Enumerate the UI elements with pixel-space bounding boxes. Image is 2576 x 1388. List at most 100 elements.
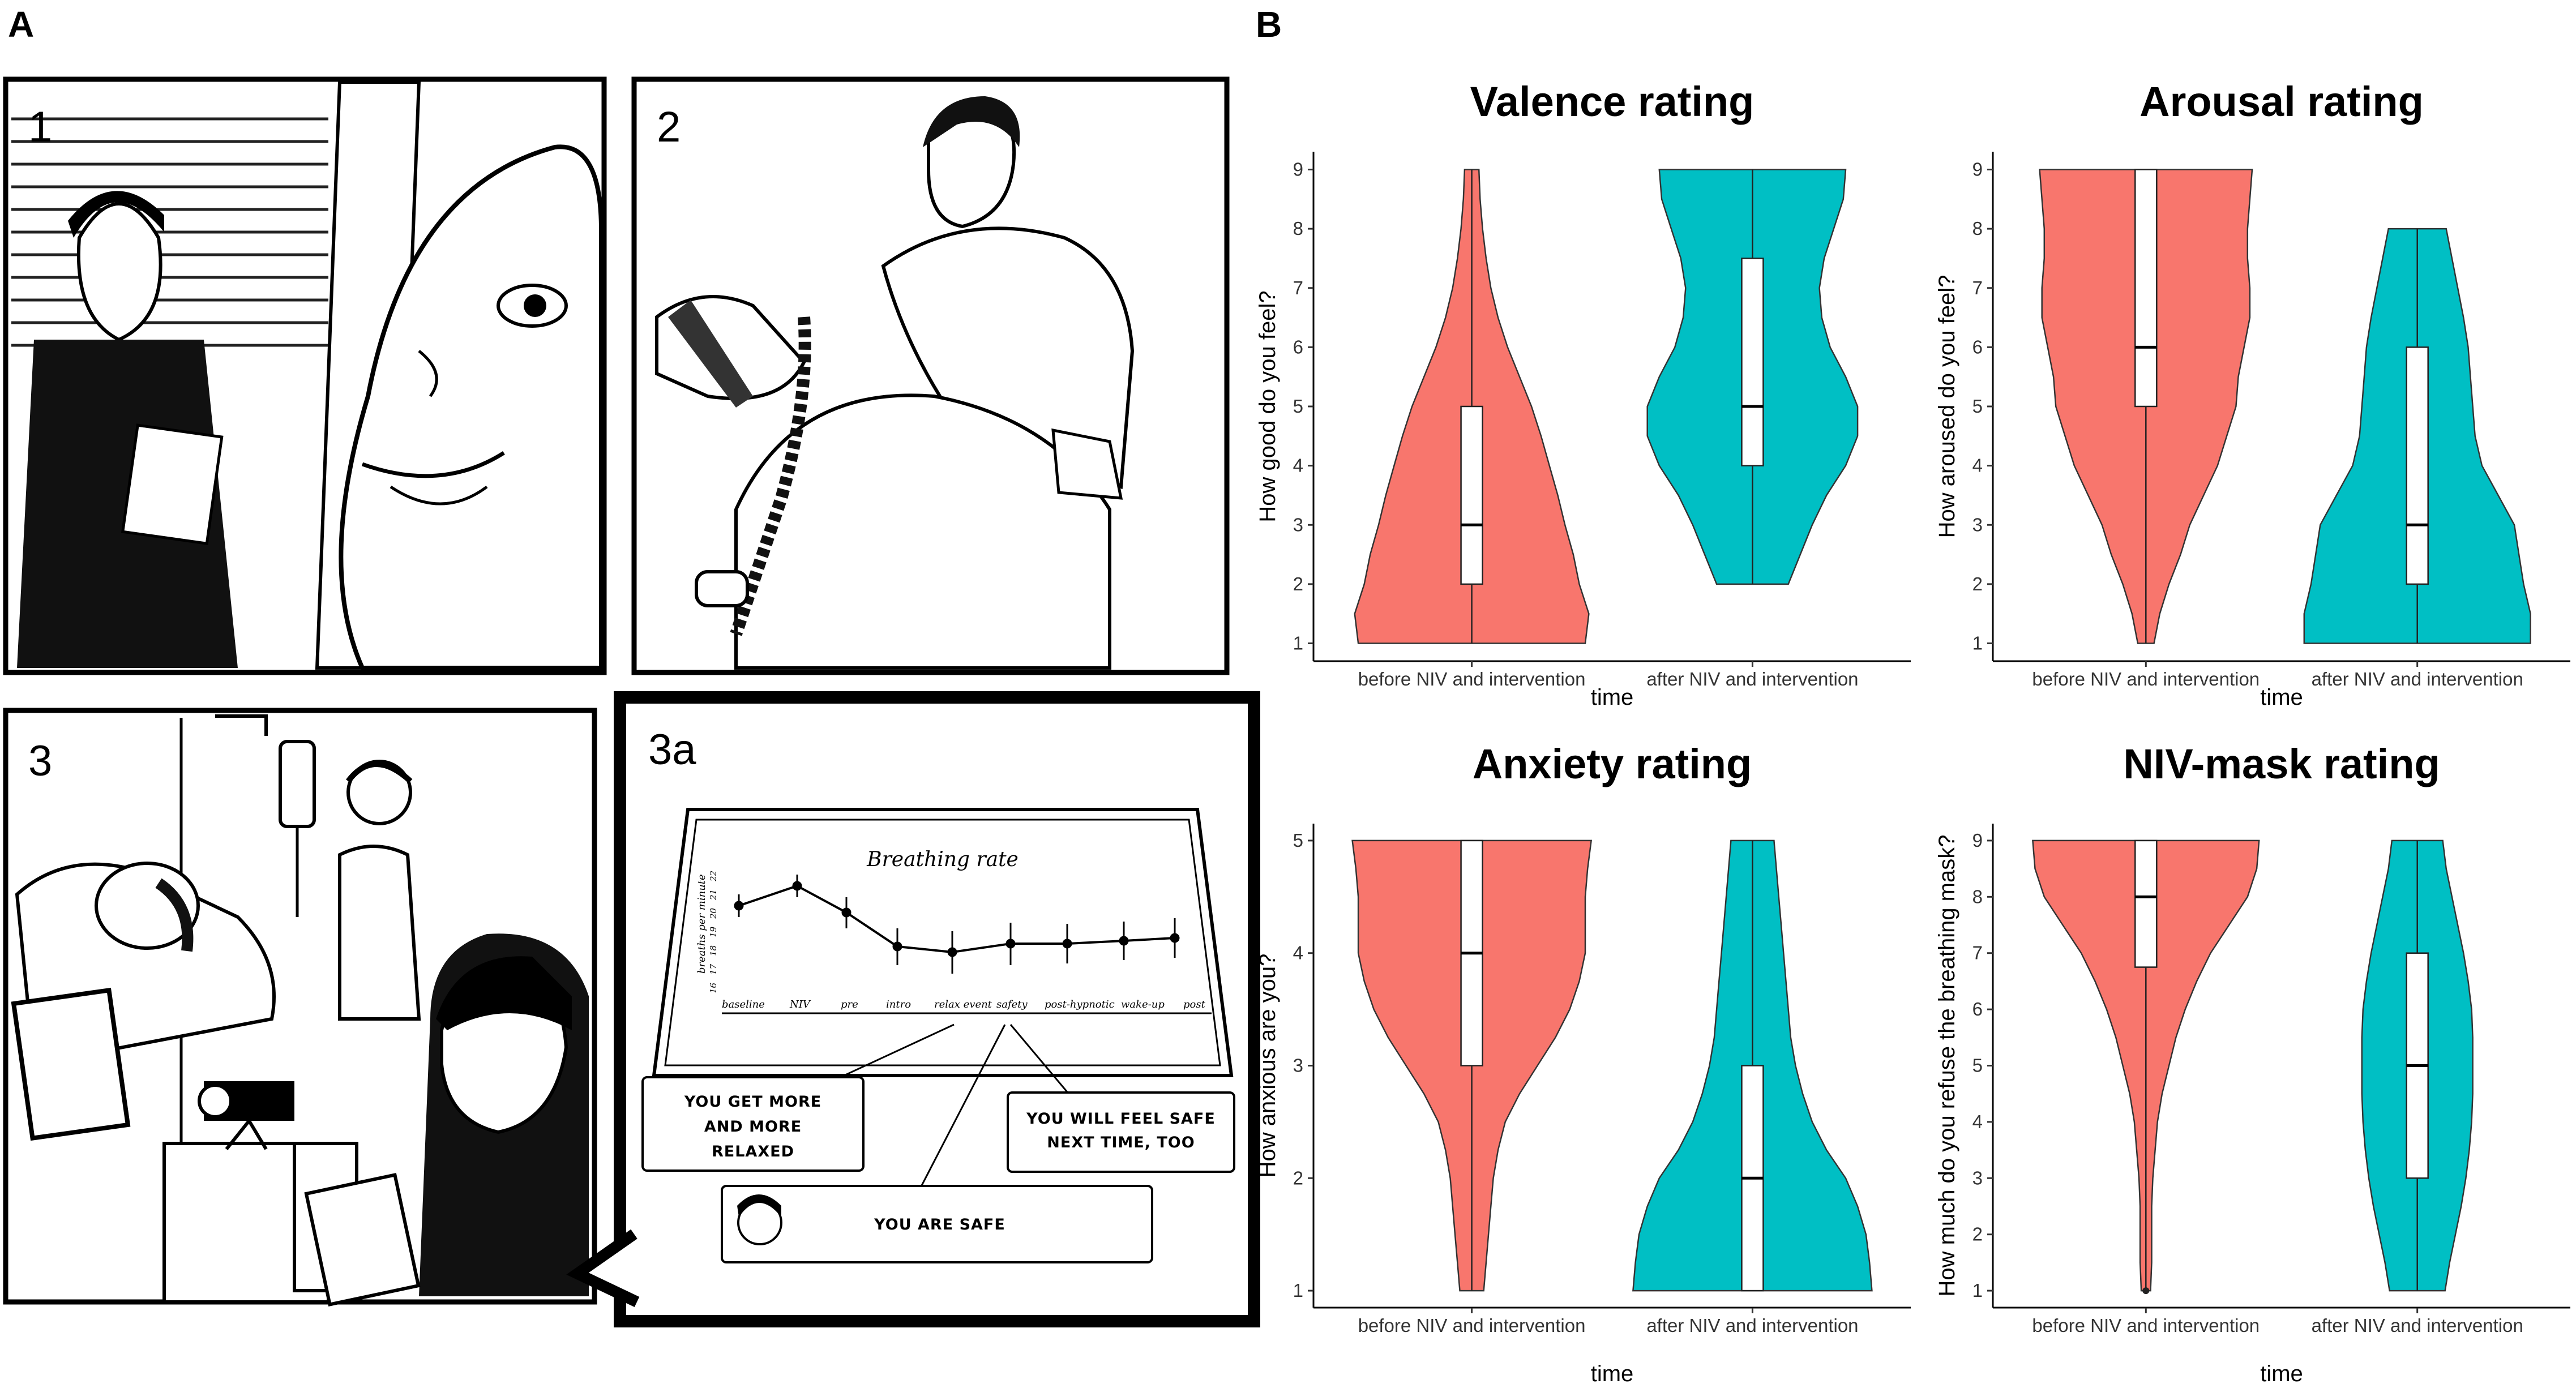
panel-label-b: B: [1256, 4, 1282, 45]
violin-box: [1460, 405, 1483, 585]
y-axis-label: How anxious are you?: [1255, 954, 1280, 1178]
y-tick-label: 2: [1972, 1224, 1983, 1245]
breathing-chart-ylabel: breaths per minute: [696, 874, 708, 974]
outlier-point: [2142, 1287, 2150, 1295]
breathing-chart-yticks: 16 17 18 19 20 21 22: [708, 871, 718, 993]
x-axis-label: time: [2260, 1361, 2303, 1386]
breathing-xtick: post-hypnotic: [1045, 999, 1115, 1010]
y-tick-label: 2: [1293, 1167, 1303, 1188]
x-tick-label: after NIV and intervention: [2312, 669, 2523, 689]
y-tick-label: 3: [1293, 514, 1303, 535]
y-tick-label: 4: [1293, 943, 1303, 963]
x-tick-label: before NIV and intervention: [2032, 669, 2260, 689]
comic-frame-3-number: 3: [28, 737, 52, 785]
x-tick-label: after NIV and intervention: [2312, 1315, 2523, 1336]
breathing-ytick: 21: [708, 889, 718, 901]
y-tick-label: 4: [1972, 1111, 1983, 1132]
comic-panel: 1 2: [3, 76, 1260, 1327]
y-tick-label: 3: [1293, 1055, 1303, 1076]
y-axis-label: How much do you refuse the breathing mas…: [1935, 835, 1959, 1297]
comic-frame-3: 3: [3, 708, 597, 1307]
x-tick-label: after NIV and intervention: [1646, 1315, 1858, 1336]
breathing-xtick: pre: [841, 999, 858, 1010]
breathing-xtick: wake-up: [1121, 999, 1165, 1010]
breathing-ytick: 19: [708, 926, 718, 937]
y-tick-label: 5: [1293, 830, 1303, 851]
x-tick-label: before NIV and intervention: [1358, 1315, 1586, 1336]
y-tick-label: 8: [1972, 218, 1983, 239]
breathing-ytick: 16: [708, 982, 718, 993]
y-tick-label: 3: [1972, 514, 1983, 535]
y-tick-label: 1: [1972, 1280, 1983, 1301]
y-tick-label: 9: [1972, 159, 1983, 180]
breathing-xtick: safety: [996, 999, 1028, 1010]
y-tick-label: 8: [1293, 218, 1303, 239]
y-tick-label: 3: [1972, 1167, 1983, 1188]
y-axis-label: How aroused do you feel?: [1935, 275, 1959, 538]
y-tick-label: 4: [1972, 455, 1983, 476]
y-tick-label: 2: [1293, 573, 1303, 594]
chart-title: Valence rating: [1470, 78, 1755, 125]
speech-bubble-safe-text: YOU ARE SAFE: [874, 1216, 1005, 1233]
y-tick-label: 1: [1972, 633, 1983, 654]
y-tick-label: 4: [1293, 455, 1303, 476]
breathing-chart-xticks: baseline NIV pre intro relax event safet…: [722, 999, 1206, 1010]
breathing-xtick: relax event: [934, 999, 992, 1010]
violin-chart-4: NIV-mask rating 1 2 3 4 5 6 7 8 9 How much do you …: [1935, 740, 2570, 1386]
y-tick-label: 9: [1972, 830, 1983, 851]
breathing-ytick: 22: [708, 871, 718, 882]
y-tick-label: 6: [1293, 336, 1303, 357]
comic-frame-1: 1: [3, 76, 607, 675]
y-tick-label: 7: [1972, 943, 1983, 963]
breathing-xtick: post: [1183, 999, 1206, 1010]
comic-frame-3a-number: 3a: [648, 726, 696, 774]
breathing-ytick: 18: [708, 945, 718, 956]
breathing-xtick: NIV: [789, 999, 811, 1010]
y-tick-label: 9: [1293, 159, 1303, 180]
y-tick-label: 7: [1972, 277, 1983, 298]
breathing-ytick: 20: [708, 907, 718, 919]
speech-bubble-safe: YOU ARE SAFE: [721, 1024, 1153, 1263]
comic-frame-3a: 3a Breathing rate breaths per minute 16 …: [566, 691, 1260, 1327]
x-axis-label: time: [2260, 685, 2303, 710]
chart-title: Arousal rating: [2139, 78, 2424, 125]
x-axis-label: time: [1591, 1361, 1634, 1386]
violin-box: [1741, 258, 1764, 466]
chart-title: Anxiety rating: [1473, 740, 1752, 787]
y-tick-label: 5: [1293, 396, 1303, 417]
x-tick-label: before NIV and intervention: [2032, 1315, 2260, 1336]
chart-title: NIV-mask rating: [2123, 740, 2440, 787]
x-axis-label: time: [1591, 685, 1634, 710]
y-tick-label: 6: [1972, 336, 1983, 357]
x-tick-label: before NIV and intervention: [1358, 669, 1586, 689]
y-axis-label: How good do you feel?: [1255, 290, 1280, 522]
y-tick-label: 1: [1293, 633, 1303, 654]
breathing-xtick: intro: [886, 999, 911, 1010]
x-tick-label: after NIV and intervention: [1646, 669, 1858, 689]
y-tick-label: 7: [1293, 277, 1303, 298]
breathing-chart-title: Breathing rate: [866, 848, 1019, 871]
violin-box: [2134, 839, 2158, 968]
y-tick-label: 8: [1972, 886, 1983, 907]
breathing-ytick: 17: [708, 963, 718, 975]
y-tick-label: 5: [1972, 396, 1983, 417]
panel-label-a: A: [8, 4, 35, 45]
comic-frame-1-number: 1: [28, 103, 52, 151]
violin-box: [2406, 346, 2429, 585]
y-tick-label: 2: [1972, 573, 1983, 594]
violin-box: [2134, 169, 2158, 408]
y-tick-label: 5: [1972, 1055, 1983, 1076]
y-tick-label: 1: [1293, 1280, 1303, 1301]
comic-frame-2: 2: [631, 76, 1230, 675]
comic-frame-2-number: 2: [657, 103, 681, 151]
y-tick-label: 6: [1972, 999, 1983, 1019]
